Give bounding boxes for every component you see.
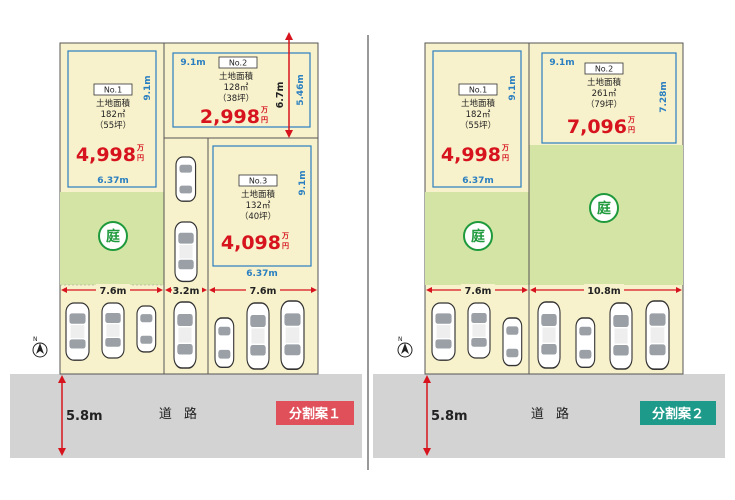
plan-badge: [276, 401, 354, 425]
lot-no: No.2: [229, 59, 247, 68]
svg-text:分割案２: 分割案２: [652, 406, 704, 422]
dim-red: 6.7m: [275, 82, 286, 109]
road-label: 道 路: [159, 406, 201, 422]
road-label: 道 路: [531, 406, 573, 422]
svg-text:万: 万: [627, 116, 635, 124]
svg-text:庭: 庭: [471, 228, 486, 245]
svg-text:土地面積: 土地面積: [241, 189, 276, 200]
dim-width: 6.37m: [462, 176, 494, 186]
svg-text:庭: 庭: [597, 200, 612, 217]
svg-text:土地面積: 土地面積: [461, 98, 496, 109]
price: 4,998: [76, 144, 136, 166]
garden-icon: [463, 221, 493, 251]
dim-depth: 9.1m: [508, 75, 518, 100]
dim-depth: 9.1m: [143, 75, 153, 100]
svg-text:円: 円: [261, 116, 268, 124]
frontage: 10.8m: [587, 286, 620, 297]
svg-text:土地面積: 土地面積: [219, 71, 254, 82]
svg-text:（55坪）: （55坪）: [460, 120, 496, 131]
plan-1: No.1 土地面積 182㎡ （55坪） 4,998 万 円 9.1m 6.37…: [10, 32, 362, 458]
frontage: 7.6m: [100, 286, 127, 297]
building-lot-2: [172, 52, 311, 128]
lot-no: No.3: [249, 177, 267, 186]
svg-text:円: 円: [137, 154, 144, 162]
price: 4,098: [221, 232, 281, 254]
svg-text:万: 万: [260, 106, 268, 114]
dim-top: 9.1m: [180, 58, 205, 68]
svg-text:N: N: [398, 336, 403, 343]
svg-text:土地面積: 土地面積: [587, 77, 622, 88]
svg-text:（40坪）: （40坪）: [240, 211, 276, 222]
dim-depth: 9.1m: [298, 170, 308, 195]
tsubo-value: （55坪）: [95, 120, 131, 131]
north-icon: N: [397, 336, 413, 358]
svg-text:万: 万: [281, 232, 289, 240]
svg-text:円: 円: [628, 126, 635, 134]
frontage: 7.6m: [465, 286, 492, 297]
svg-text:N: N: [33, 336, 38, 343]
road-width: 5.8m: [66, 409, 103, 424]
svg-text:（79坪）: （79坪）: [586, 99, 622, 110]
frontage: 3.2m: [173, 286, 200, 297]
garden-icon: [589, 193, 619, 223]
dim-width: 6.37m: [97, 176, 129, 186]
svg-text:182㎡: 182㎡: [466, 110, 491, 120]
price: 2,998: [200, 106, 260, 128]
svg-text:132㎡: 132㎡: [246, 201, 271, 211]
lot-no: No.1: [469, 86, 487, 95]
svg-text:庭: 庭: [106, 228, 121, 245]
svg-text:円: 円: [502, 154, 509, 162]
area-value: 182㎡: [101, 110, 126, 120]
building-lot-3: [212, 145, 312, 267]
building-lot-2: [541, 52, 677, 144]
dim-width: 6.37m: [246, 269, 278, 279]
building-lot-1: [432, 50, 522, 188]
dim-top: 9.1m: [549, 58, 574, 68]
svg-text:円: 円: [282, 242, 289, 250]
road-width: 5.8m: [431, 409, 468, 424]
price: 4,998: [441, 144, 501, 166]
garden-icon: [98, 221, 128, 251]
lot-no: No.2: [595, 65, 613, 74]
lot-no: No.1: [104, 86, 122, 95]
plan-badge: [640, 401, 716, 425]
dim-depth: 5.46m: [296, 74, 306, 106]
svg-text:（38坪）: （38坪）: [218, 93, 254, 104]
price: 7,096: [567, 116, 627, 138]
frontage: 7.6m: [250, 286, 277, 297]
svg-text:261㎡: 261㎡: [592, 89, 617, 99]
north-icon: N: [32, 336, 48, 358]
dim-depth: 7.28m: [659, 81, 669, 113]
svg-text:万: 万: [501, 144, 509, 152]
area-label: 土地面積: [96, 98, 131, 109]
plan-2: No.1 土地面積 182㎡ （55坪） 4,998 万 円 9.1m 6.37…: [373, 42, 725, 458]
svg-text:万: 万: [136, 144, 144, 152]
svg-text:分割案１: 分割案１: [289, 406, 341, 422]
building-lot-1: [67, 50, 157, 188]
svg-text:128㎡: 128㎡: [224, 83, 249, 93]
